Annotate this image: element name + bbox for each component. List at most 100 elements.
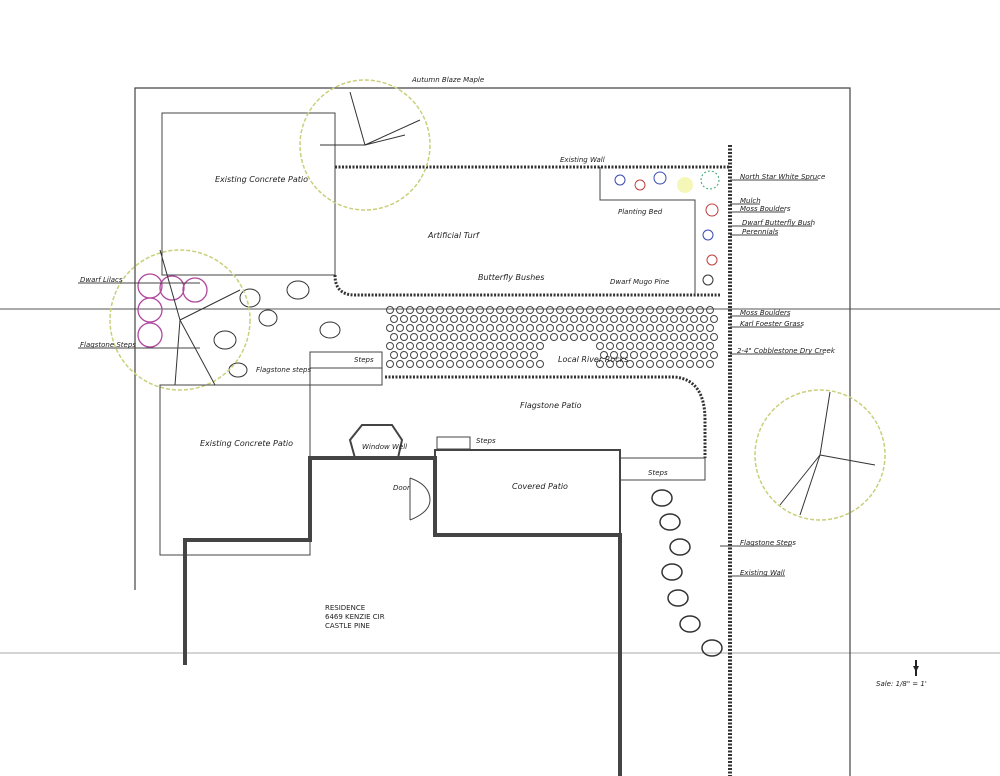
right-tree xyxy=(754,389,886,521)
river-rock xyxy=(590,315,598,323)
left-tree xyxy=(109,249,251,391)
river-rock xyxy=(666,360,674,368)
existing-concrete-patio-top xyxy=(161,112,336,276)
label-scale: Sale: 1/8" = 1' xyxy=(876,680,927,688)
label-dwarf-butterfly-bush: Dwarf Butterfly Bush xyxy=(742,219,815,227)
planting-bed-outline xyxy=(599,167,696,295)
river-rock xyxy=(630,333,638,341)
river-rock xyxy=(686,324,694,332)
river-rock xyxy=(650,351,658,359)
river-rock xyxy=(630,351,638,359)
river-rock xyxy=(436,342,444,350)
river-rock xyxy=(450,315,458,323)
river-rock xyxy=(430,351,438,359)
river-rock xyxy=(500,333,508,341)
river-rock xyxy=(650,315,658,323)
label-moss-boulders-2: Moss Boulders xyxy=(740,309,791,317)
label-karl-foerster-grass: Karl Foester Grass xyxy=(740,320,804,328)
river-rock xyxy=(410,333,418,341)
river-rock xyxy=(426,342,434,350)
river-rock xyxy=(510,351,518,359)
river-rock xyxy=(670,351,678,359)
river-rock xyxy=(640,315,648,323)
river-rock xyxy=(446,360,454,368)
river-rock xyxy=(406,342,414,350)
river-rock xyxy=(456,306,464,314)
river-rock xyxy=(616,360,624,368)
river-rock xyxy=(420,351,428,359)
river-rock xyxy=(496,342,504,350)
river-rock xyxy=(416,360,424,368)
river-rock xyxy=(596,342,604,350)
river-rock xyxy=(456,342,464,350)
bed-edge xyxy=(333,274,720,297)
river-rock xyxy=(426,306,434,314)
river-rock xyxy=(430,333,438,341)
door xyxy=(409,477,431,521)
river-rock xyxy=(516,360,524,368)
river-rock xyxy=(566,324,574,332)
river-rock xyxy=(570,315,578,323)
river-rock xyxy=(526,360,534,368)
label-existing-concrete-patio-top: Existing Concrete Patio xyxy=(215,175,308,184)
river-rock xyxy=(646,324,654,332)
river-rock xyxy=(560,315,568,323)
river-rock xyxy=(436,306,444,314)
label-butterfly-bushes: Butterfly Bushes xyxy=(478,273,544,282)
river-rock xyxy=(400,333,408,341)
river-rock xyxy=(536,324,544,332)
river-rock xyxy=(550,333,558,341)
river-rock xyxy=(386,342,394,350)
river-rock xyxy=(666,306,674,314)
river-rock xyxy=(436,360,444,368)
river-rock xyxy=(700,315,708,323)
river-rock xyxy=(680,333,688,341)
river-rock xyxy=(656,360,664,368)
leader-lines xyxy=(78,179,824,577)
river-rock xyxy=(586,306,594,314)
river-rock xyxy=(446,306,454,314)
river-rock xyxy=(406,360,414,368)
river-rock xyxy=(526,324,534,332)
river-rock xyxy=(470,351,478,359)
river-rock xyxy=(530,315,538,323)
river-rock xyxy=(660,333,668,341)
river-rock xyxy=(606,360,614,368)
river-rock xyxy=(696,360,704,368)
river-rock xyxy=(390,315,398,323)
river-rock xyxy=(616,342,624,350)
river-rock xyxy=(630,315,638,323)
river-rock xyxy=(420,333,428,341)
river-rock xyxy=(440,333,448,341)
river-rock xyxy=(590,333,598,341)
river-rock xyxy=(466,324,474,332)
river-rock xyxy=(600,351,608,359)
label-window-well: Window Well xyxy=(362,443,407,451)
river-rock xyxy=(490,333,498,341)
river-rock xyxy=(450,351,458,359)
river-rock xyxy=(436,324,444,332)
river-rock xyxy=(456,360,464,368)
river-rock xyxy=(616,306,624,314)
river-rock xyxy=(656,342,664,350)
river-rock xyxy=(506,306,514,314)
river-rock xyxy=(676,324,684,332)
river-rock xyxy=(610,315,618,323)
label-flagstone-steps-right: Flagstone Steps xyxy=(740,539,796,547)
river-rock xyxy=(516,324,524,332)
river-rock xyxy=(666,324,674,332)
residence-outline xyxy=(183,456,622,776)
river-rock xyxy=(530,351,538,359)
label-address: 6469 KENZIE CIR xyxy=(325,613,385,621)
river-rock xyxy=(456,324,464,332)
river-rock xyxy=(516,306,524,314)
river-rock xyxy=(546,306,554,314)
river-rock xyxy=(426,324,434,332)
river-rock xyxy=(480,333,488,341)
left-tree-branches xyxy=(159,249,241,386)
river-rock xyxy=(446,342,454,350)
river-rock xyxy=(646,360,654,368)
river-rock xyxy=(640,333,648,341)
river-rock xyxy=(466,342,474,350)
river-rock xyxy=(676,306,684,314)
